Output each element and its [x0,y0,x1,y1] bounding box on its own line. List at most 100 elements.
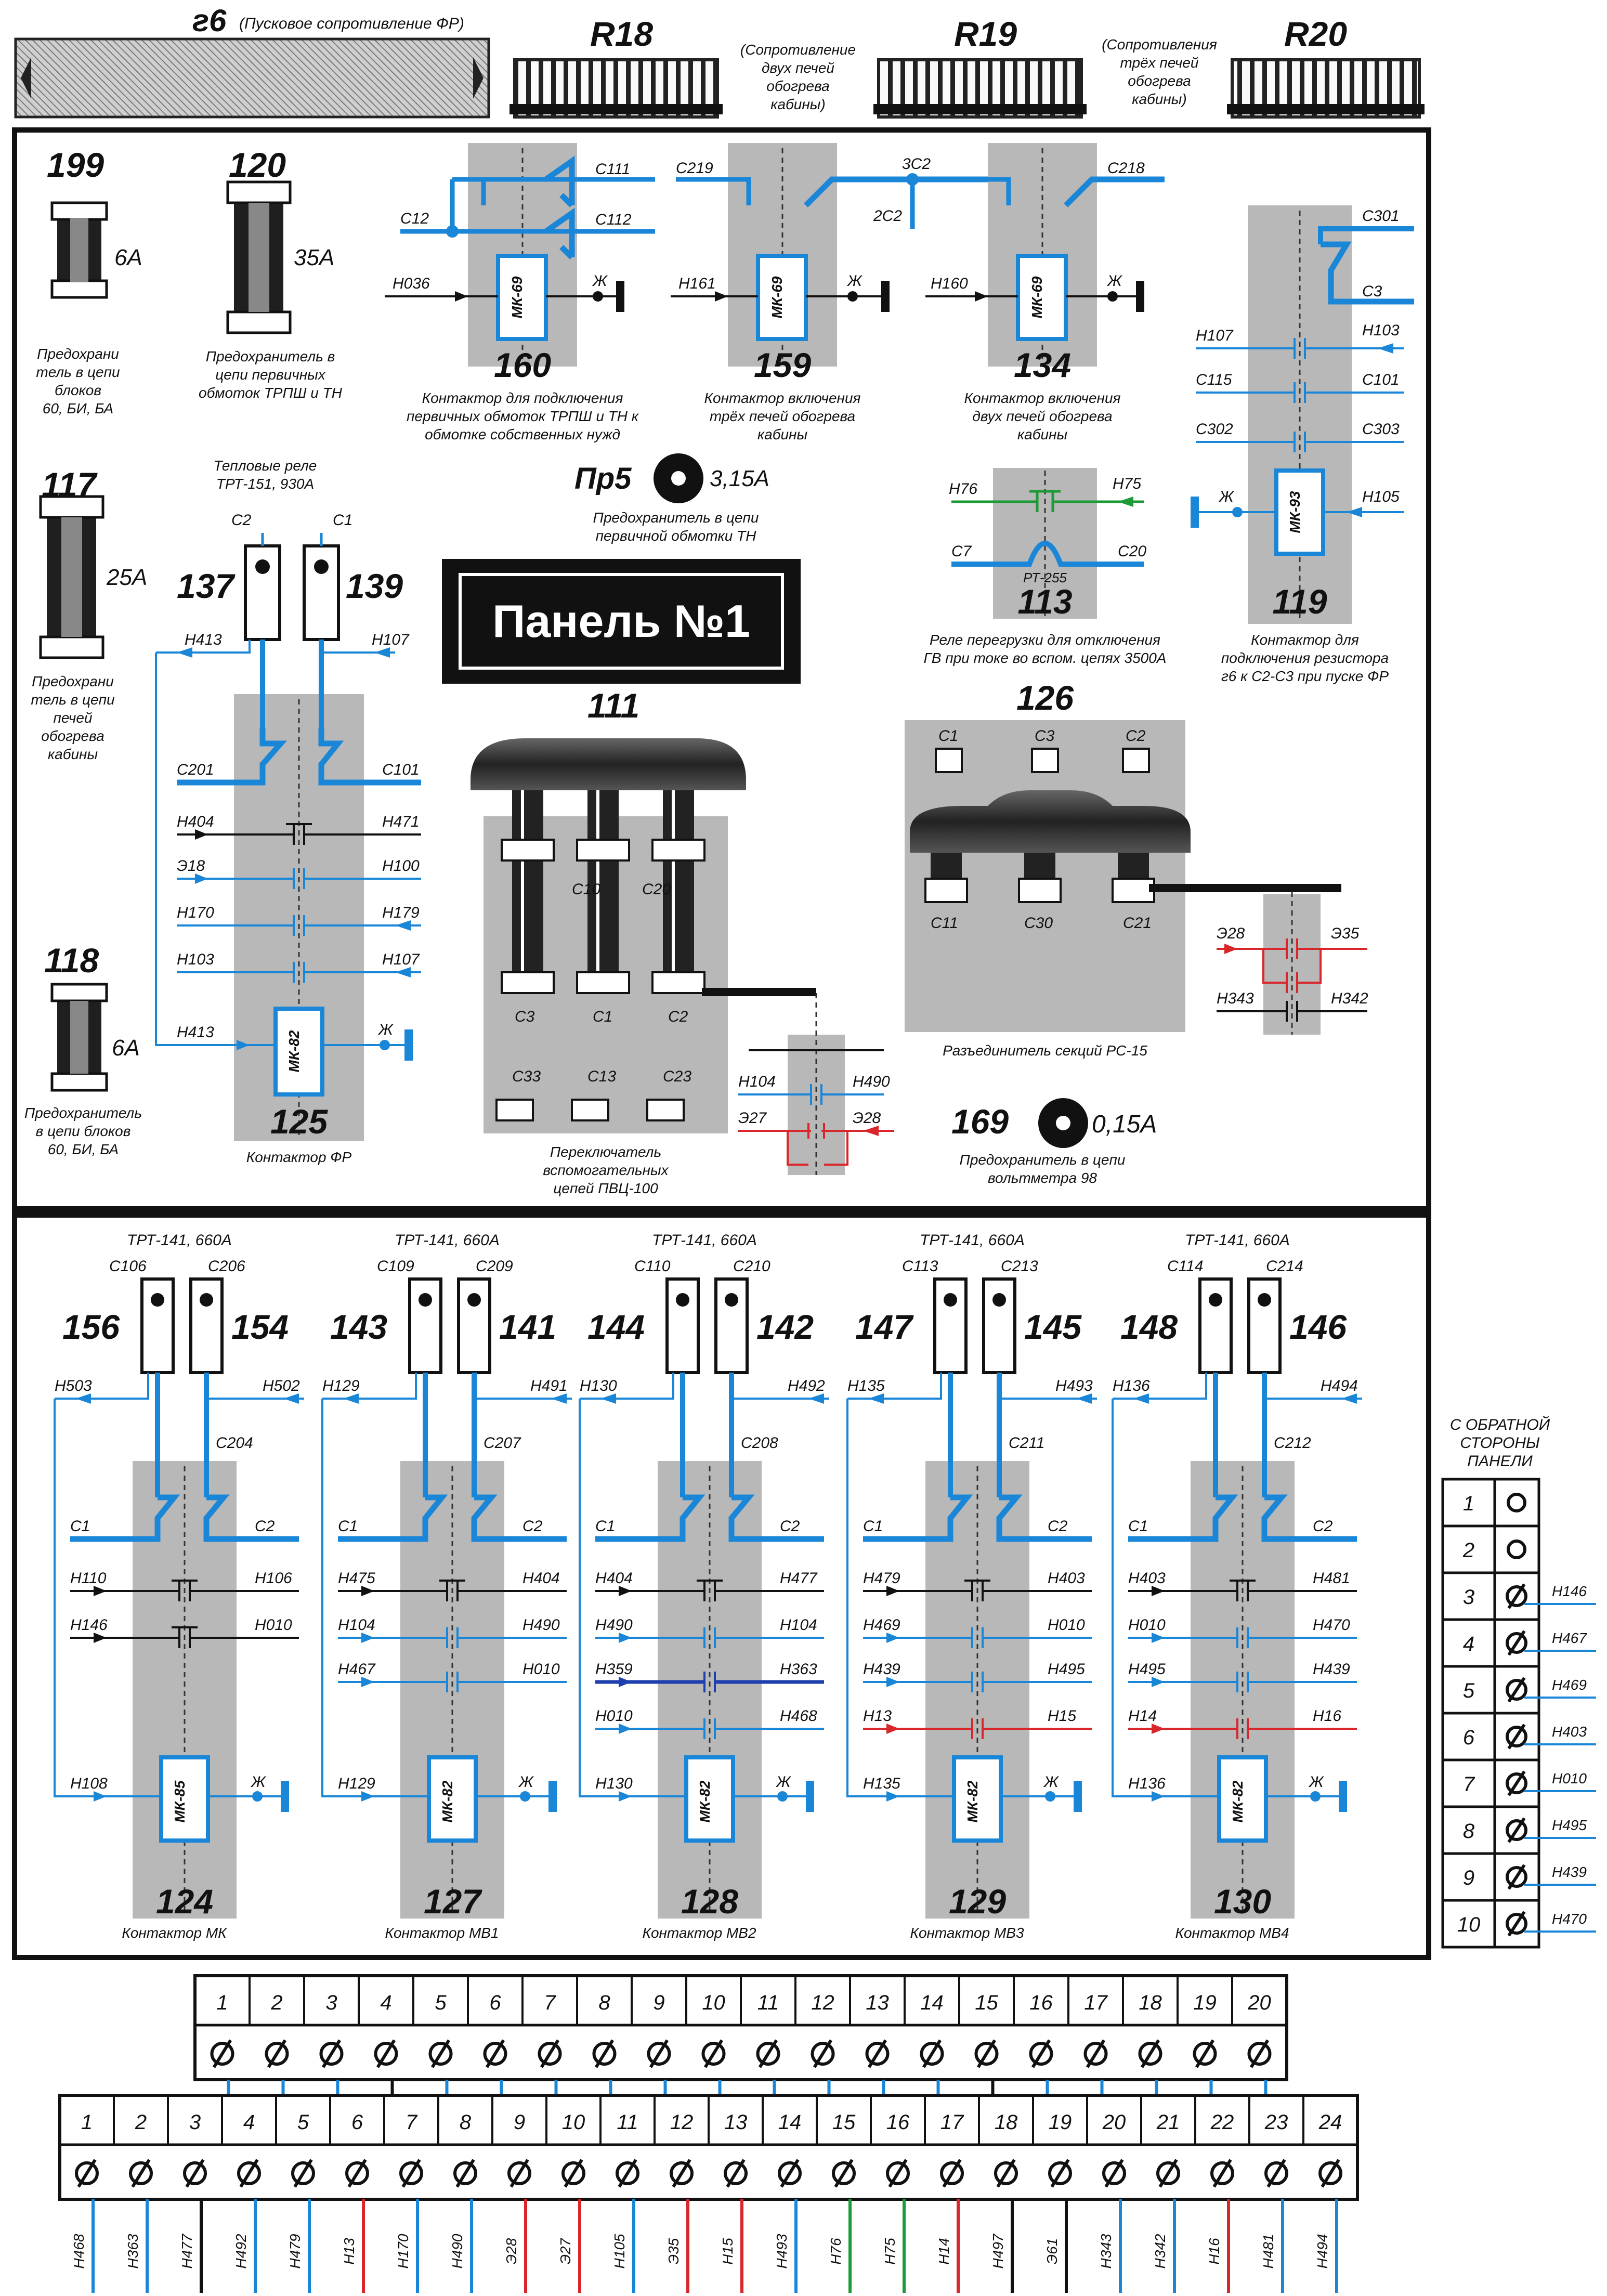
strip-wire-label: Н342 [1152,2234,1168,2268]
relay-number: 141 [499,1308,556,1346]
aux-contact [439,1580,465,1601]
coil-in-label: Н036 [393,275,430,292]
terminal-screw-icon [428,2042,453,2066]
terminal-label: Н503 [55,1377,92,1394]
terminal-label: С211 [1009,1434,1045,1452]
wire-arrow [886,1791,899,1802]
contactor-number: 128 [681,1882,738,1921]
terminal-label: Н477 [780,1570,818,1587]
terminal-label: Н493 [1055,1377,1093,1394]
terminal-label: С2 [231,512,252,529]
terminal-screw-icon [942,2159,962,2188]
wire-arrow [455,291,468,302]
contactor-caption: Контактор ФР [246,1149,352,1165]
back-block-caption: СТОРОНЫ [1460,1434,1540,1452]
terminal-label: Ж [250,1773,266,1791]
strip-terminal-number: 7 [544,1991,556,2014]
aux-contact-red [1217,948,1367,984]
power-contact [910,177,1011,229]
terminal-screw-icon [212,2039,232,2068]
relay-number: 144 [587,1308,645,1346]
wire-arrow [1224,944,1237,954]
strip-terminal-number: 12 [811,1991,834,2014]
terminal-label: Н495 [1128,1661,1166,1678]
relay-label: Н76 [949,480,977,498]
terminal-label: Н413 [185,631,222,648]
power-contact-c301 [1318,226,1414,244]
resistor-r18-caption-1: (Сопротивление [740,42,856,58]
terminal-label: Н13 [863,1707,892,1725]
terminal-label: Н490 [853,1073,890,1090]
power-wire [680,1373,734,1497]
terminal-label: Н108 [70,1775,108,1792]
aux-contact [1294,338,1306,359]
resistor-r6-right-cap [473,57,484,99]
wire-arrow [361,1633,374,1643]
fuse-caption: Предохрани [37,346,119,362]
fuse-number: 117 [42,465,98,504]
power-contact [70,1494,180,1542]
strip-terminal-number: 24 [1318,2111,1342,2134]
terminal-dot [593,291,603,302]
strip-wire-label: Н75 [882,2238,898,2265]
fuse-cap [50,1072,108,1092]
terminal-label: Н471 [382,813,420,830]
strip-terminal-number: 2 [135,2111,147,2134]
terminal-screw-icon [1506,1679,1527,1701]
terminal-label: Н010 [522,1661,560,1678]
contactor-caption: первичных обмоток ТРПШ и ТН к [407,408,639,424]
terminal-screw-icon [129,2161,153,2185]
disconnector-rod [1149,884,1341,892]
terminal-screw-icon [649,2039,669,2068]
disconnector-terminal [1018,878,1062,903]
aux-contact [697,1580,723,1601]
terminal-label: С2 [1313,1518,1333,1535]
fuse-rating: 25А [106,565,147,590]
terminal-label: С21 [1123,915,1152,932]
relay-number: 156 [62,1308,120,1346]
terminal-screw-icon [1102,2161,1126,2185]
strip-wire-label: Н170 [395,2234,411,2268]
panel-frame [12,127,1431,1960]
aux-contact [1230,1580,1256,1601]
terminal-label: Н130 [595,1775,633,1792]
switch-terminal [501,839,555,862]
strip-wire-label: Н343 [1098,2234,1114,2268]
fuse-strip [61,517,82,637]
terminal-screw-icon [647,2042,671,2066]
strip-wire-label: Н13 [341,2238,357,2265]
contactor-coil [1217,1755,1268,1843]
fuse-caption: Предохрани [32,673,114,689]
terminal-screw-icon [778,2161,802,2185]
aux-contact [971,1718,984,1739]
terminal-screw-icon [758,2039,778,2068]
power-contact [1128,1494,1238,1542]
terminal-screw-icon [399,2161,423,2185]
power-contact [318,728,421,786]
terminal-label: Н103 [1362,322,1400,339]
terminal-screw-icon [293,2159,313,2188]
terminal-label: С301 [1362,207,1400,225]
strip-wire-label: Н16 [1206,2238,1222,2265]
power-contact [996,1494,1092,1542]
resistor-r18-caption-3: обогрева [766,78,829,94]
terminal-screw-icon [1048,2161,1072,2185]
coil-label: МК-93 [1287,491,1303,533]
aux-contact [446,1627,459,1648]
terminal-screw-icon [813,2039,833,2068]
aux-contact-red [738,1130,894,1166]
wire-arrow [177,647,192,658]
relay-number: 154 [231,1308,289,1346]
terminal-label: С112 [595,211,632,228]
contactor-125: Тепловые реле ТРТ-151, 930А С2 С1 137 13… [155,458,421,1165]
strip-terminal-number: 9 [653,1991,664,2014]
resistor-r20-number: R20 [1284,15,1347,53]
fuse-strip [70,1001,88,1074]
contactor-caption: обмотке собственных нужд [425,426,620,442]
power-contact-c3 [1321,241,1414,305]
terminal-label: С101 [382,761,420,778]
terminal-label: Н010 [1048,1616,1085,1634]
resistor-r6: г6 (Пусковое сопротивление ФР) [14,3,490,119]
